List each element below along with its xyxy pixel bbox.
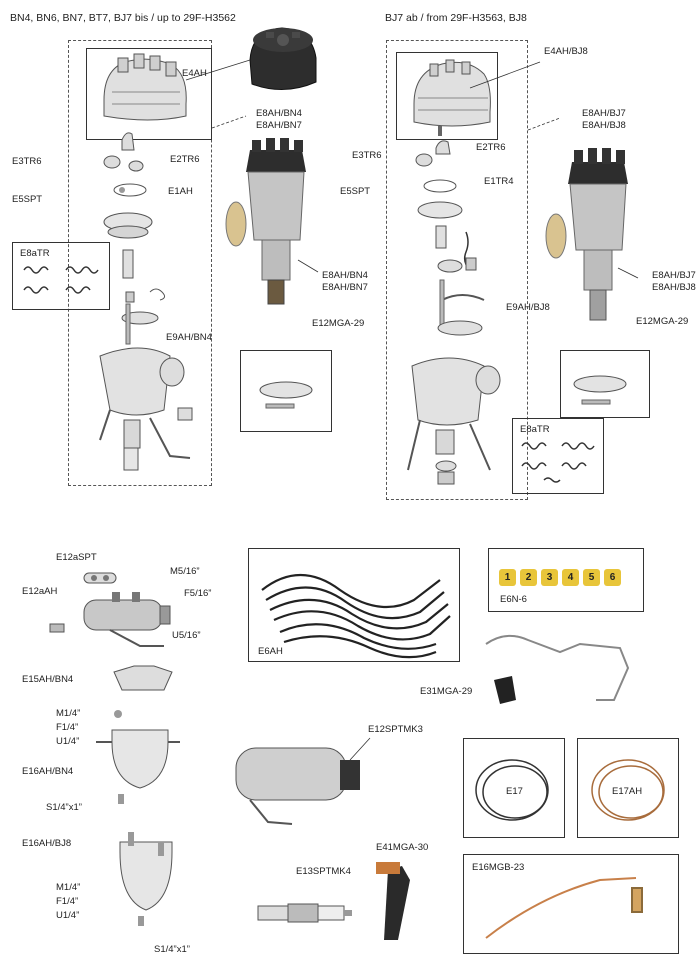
label-e6n6: E6N-6 [500, 594, 527, 605]
label-e17: E17 [506, 786, 523, 797]
label-e6ah: E6AH [258, 646, 283, 657]
label-dist-bn7: E8AH/BN7 [322, 282, 368, 293]
left-plate-icon [259, 381, 313, 409]
left-distributor-complete-icon [225, 138, 306, 305]
left-distributor-body-icon [99, 347, 193, 471]
tag-4: 4 [562, 569, 579, 586]
label-e8atr-left: E8aTR [20, 248, 50, 259]
clamp-bn4-icon [96, 710, 180, 804]
left-springs-icon [23, 266, 99, 294]
tag-1: 1 [499, 569, 516, 586]
label-u516: U5/16” [172, 630, 201, 641]
label-dist-bj8: E8AH/BJ8 [652, 282, 696, 293]
black-cap-icon [249, 27, 317, 91]
copper-pipe-icon [485, 877, 643, 939]
e17ah-lead-icon [591, 759, 665, 821]
e17ah-box [577, 738, 679, 838]
label-e5spt-left: E5SPT [12, 194, 43, 205]
label-e16ah-bn4: E16AH/BN4 [22, 766, 74, 777]
label-m516: M5/16” [170, 566, 200, 577]
header-right: BJ7 ab / from 29F-H3563, BJ8 [385, 12, 527, 24]
label-e1ah: E1AH [168, 186, 193, 197]
right-distributor-body-icon [407, 357, 501, 485]
label-f14: F1/4” [56, 722, 79, 733]
label-e16ah-bj8: E16AH/BJ8 [22, 838, 72, 849]
tag-2: 2 [520, 569, 537, 586]
label-s14x1: S1/4”x1” [46, 802, 82, 813]
label-e1tr4: E1TR4 [484, 176, 514, 187]
spark-plug-icon [257, 903, 352, 923]
label-e9ah-bj8: E9AH/BJ8 [506, 302, 550, 313]
left-plate-box [240, 350, 332, 432]
label-s14x1b: S1/4”x1” [154, 944, 190, 955]
tag-3: 3 [541, 569, 558, 586]
right-plate-icon [573, 375, 627, 405]
label-e12sptmk3: E12SPTMK3 [368, 724, 423, 735]
lead-set-icon [261, 573, 451, 659]
right-cap-box [396, 52, 498, 140]
label-m14b: M1/4” [56, 882, 81, 893]
label-m14: M1/4” [56, 708, 81, 719]
clamp-bj8-icon [119, 832, 173, 926]
label-e12mga29-left: E12MGA-29 [312, 318, 365, 329]
left-exploded-frame [68, 40, 212, 486]
lead-set-box [248, 548, 460, 662]
label-e4ah-bj8: E4AH/BJ8 [544, 46, 588, 57]
label-dist-bj7: E8AH/BJ7 [652, 270, 696, 281]
right-plate-box [560, 350, 650, 418]
left-cap-box [86, 48, 212, 140]
right-spring-box [512, 418, 604, 494]
coil-mk3-icon [235, 747, 360, 825]
right-cap-icon [413, 59, 491, 127]
label-e8ah-bj7-top: E8AH/BJ7 [582, 108, 626, 119]
label-e8ah-bn4-top: E8AH/BN4 [256, 108, 302, 119]
label-e4ah: E4AH [182, 68, 207, 79]
number-tags-box [488, 548, 644, 612]
label-f516: F5/16” [184, 588, 212, 599]
label-e12mga29-right: E12MGA-29 [636, 316, 689, 327]
label-e5spt-right: E5SPT [340, 186, 371, 197]
right-exploded-frame [386, 40, 528, 500]
label-e15ah-bn4: E15AH/BN4 [22, 674, 74, 685]
tag-5: 5 [583, 569, 600, 586]
e16mgb23-box [463, 854, 679, 954]
label-u14: U1/4” [56, 736, 80, 747]
label-e13sptmk4: E13SPTMK4 [296, 866, 351, 877]
header-left: BN4, BN6, BN7, BT7, BJ7 bis / up to 29F-… [10, 12, 236, 24]
label-e31mga29: E31MGA-29 [420, 686, 473, 697]
label-e3tr6-right: E3TR6 [352, 150, 382, 161]
hose-icon [485, 634, 630, 704]
label-e41mga30: E41MGA-30 [376, 842, 429, 853]
left-small-parts-icon [103, 132, 166, 345]
left-spring-box [12, 242, 110, 310]
label-e2tr6-right: E2TR6 [476, 142, 506, 153]
label-e12aspt: E12aSPT [56, 552, 97, 563]
label-e3tr6-left: E3TR6 [12, 156, 42, 167]
left-cap-icon [103, 53, 187, 121]
label-e12aah: E12aAH [22, 586, 58, 597]
coil-icon [49, 592, 171, 647]
label-e17ah: E17AH [612, 786, 643, 797]
e17-box [463, 738, 565, 838]
label-e2tr6-left: E2TR6 [170, 154, 200, 165]
label-e16mgb23: E16MGB-23 [472, 862, 525, 873]
e17-lead-icon [475, 759, 549, 821]
plug-cap-icon [376, 862, 410, 940]
right-springs-icon [521, 442, 595, 483]
spacer-icon [83, 572, 117, 584]
right-distributor-complete-icon [545, 148, 628, 321]
label-e8ah-bj8-top: E8AH/BJ8 [582, 120, 626, 131]
bracket-bn4-icon [113, 665, 173, 691]
label-e8atr-right: E8aTR [520, 424, 550, 435]
label-e9ah-bn4: E9AH/BN4 [166, 332, 212, 343]
label-u14b: U1/4” [56, 910, 80, 921]
label-dist-bn4: E8AH/BN4 [322, 270, 368, 281]
label-e8ah-bn7-top: E8AH/BN7 [256, 120, 302, 131]
tag-6: 6 [604, 569, 621, 586]
right-small-parts-icon [415, 126, 485, 336]
label-f14b: F1/4” [56, 896, 79, 907]
